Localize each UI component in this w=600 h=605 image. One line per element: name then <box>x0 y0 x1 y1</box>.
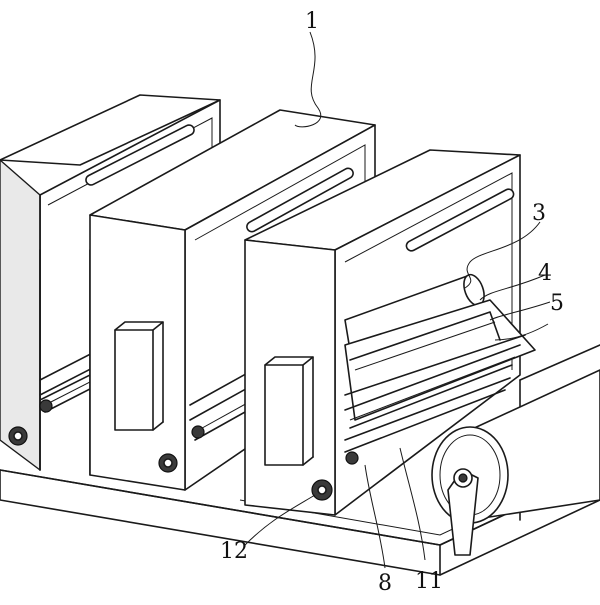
coating-tray <box>344 299 536 453</box>
roller-icon <box>191 425 205 439</box>
callout-5: 5 <box>550 291 564 316</box>
callout-labels: 1 3 4 5 8 11 12 <box>220 9 564 596</box>
callout-11: 11 <box>415 569 443 594</box>
film-reel <box>431 369 600 556</box>
roller-icon <box>39 399 53 413</box>
leader-lines <box>244 31 551 569</box>
reel-axle-icon <box>458 473 468 483</box>
callout-3: 3 <box>532 201 546 226</box>
callout-12: 12 <box>220 539 248 564</box>
roller-icon <box>345 451 359 465</box>
coating-roller <box>344 273 485 351</box>
callout-4: 4 <box>538 261 552 286</box>
housing-module-front <box>244 149 536 516</box>
callout-1: 1 <box>305 9 319 34</box>
callout-8: 8 <box>378 571 392 596</box>
